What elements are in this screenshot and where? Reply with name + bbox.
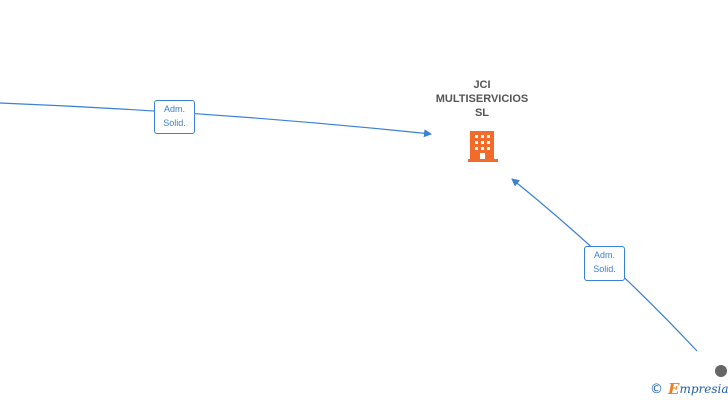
edge-role-label-2: Adm. Solid. xyxy=(584,246,625,281)
edge-role-line2: Solid. xyxy=(163,118,186,128)
empresia-watermark: © E mpresia xyxy=(650,379,728,399)
edge-role-line2: Solid. xyxy=(593,264,616,274)
relationship-edge-1[interactable] xyxy=(0,102,432,138)
brand-name: mpresia xyxy=(679,382,728,396)
copyright-icon: © xyxy=(650,381,663,397)
brand-initial: E xyxy=(668,380,680,398)
edge-role-line1: Adm. xyxy=(163,104,185,114)
edge-role-line1: Adm. xyxy=(593,250,615,260)
company-name[interactable]: JCI MULTISERVICIOS SL xyxy=(435,79,529,119)
building-icon[interactable] xyxy=(468,131,498,162)
offscreen-node-marker xyxy=(715,365,727,377)
edge-role-label-1: Adm. Solid. xyxy=(154,100,195,134)
